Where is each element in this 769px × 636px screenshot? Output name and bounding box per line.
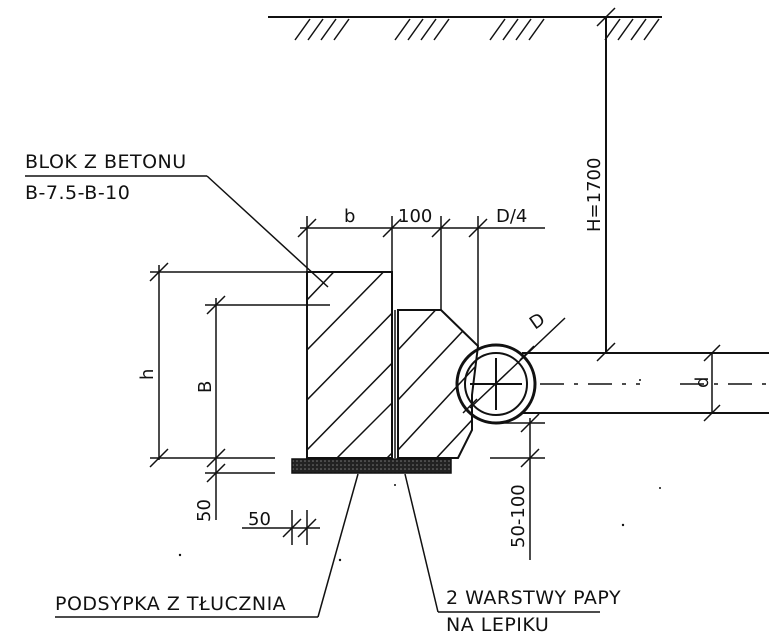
tar-label: 2 WARSTWY PAPY NA LEPIKU — [404, 473, 621, 636]
quarter-d-label: D/4 — [496, 206, 527, 227]
inner-diameter-label: d — [692, 377, 713, 388]
diameter-label: D — [526, 309, 549, 334]
base-50-horizontal-label: 50 — [248, 509, 271, 530]
gravel-bedding — [291, 458, 452, 474]
left-dimensions: h B 50 — [137, 262, 330, 522]
B-label: B — [195, 381, 216, 393]
right-range-dimension: 50-100 — [490, 413, 545, 560]
h-label: h — [137, 369, 158, 380]
block-label-line2: B-7.5-B-10 — [25, 182, 130, 204]
tar-label-line1: 2 WARSTWY PAPY — [446, 587, 621, 609]
gravel-label-text: PODSYPKA Z TŁUCZNIA — [55, 593, 286, 615]
gravel-label: PODSYPKA Z TŁUCZNIA — [55, 473, 359, 618]
height-label: H=1700 — [584, 158, 605, 232]
concrete-block-left — [306, 271, 393, 459]
base-50-vertical-label: 50 — [194, 499, 215, 522]
top-dimensions: b 100 D/4 — [297, 206, 545, 346]
range-label: 50-100 — [508, 484, 529, 548]
block-label-line1: BLOK Z BETONU — [25, 151, 187, 173]
b-label: b — [344, 206, 355, 227]
ground-surface — [268, 16, 662, 41]
scan-specks — [178, 379, 661, 562]
concrete-block-right — [397, 309, 480, 459]
bottom-50-dimension: 50 — [242, 509, 320, 545]
block-label: BLOK Z BETONU B-7.5-B-10 — [25, 151, 329, 288]
gap-label: 100 — [398, 206, 432, 227]
height-dimension: H=1700 — [584, 7, 616, 362]
pipe: D d — [455, 309, 769, 425]
tar-label-line2: NA LEPIKU — [446, 614, 549, 636]
